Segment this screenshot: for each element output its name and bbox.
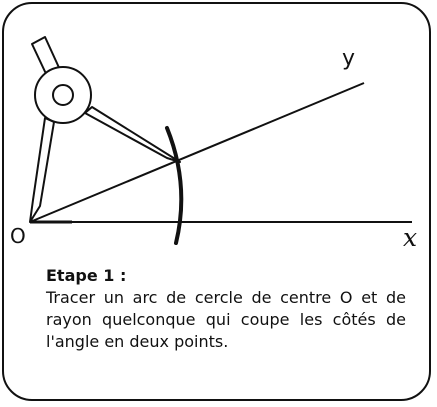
label-y: y xyxy=(342,46,356,71)
compass-icon xyxy=(29,36,181,223)
step-title: Etape 1 : xyxy=(46,266,127,285)
label-x: x xyxy=(403,223,418,252)
step-text: Etape 1 : Tracer un arc de cercle de cen… xyxy=(46,265,406,353)
ray-oy xyxy=(29,82,365,223)
label-origin: O xyxy=(10,224,26,248)
arc xyxy=(165,126,184,245)
step-body: Tracer un arc de cercle de centre O et d… xyxy=(46,288,406,351)
